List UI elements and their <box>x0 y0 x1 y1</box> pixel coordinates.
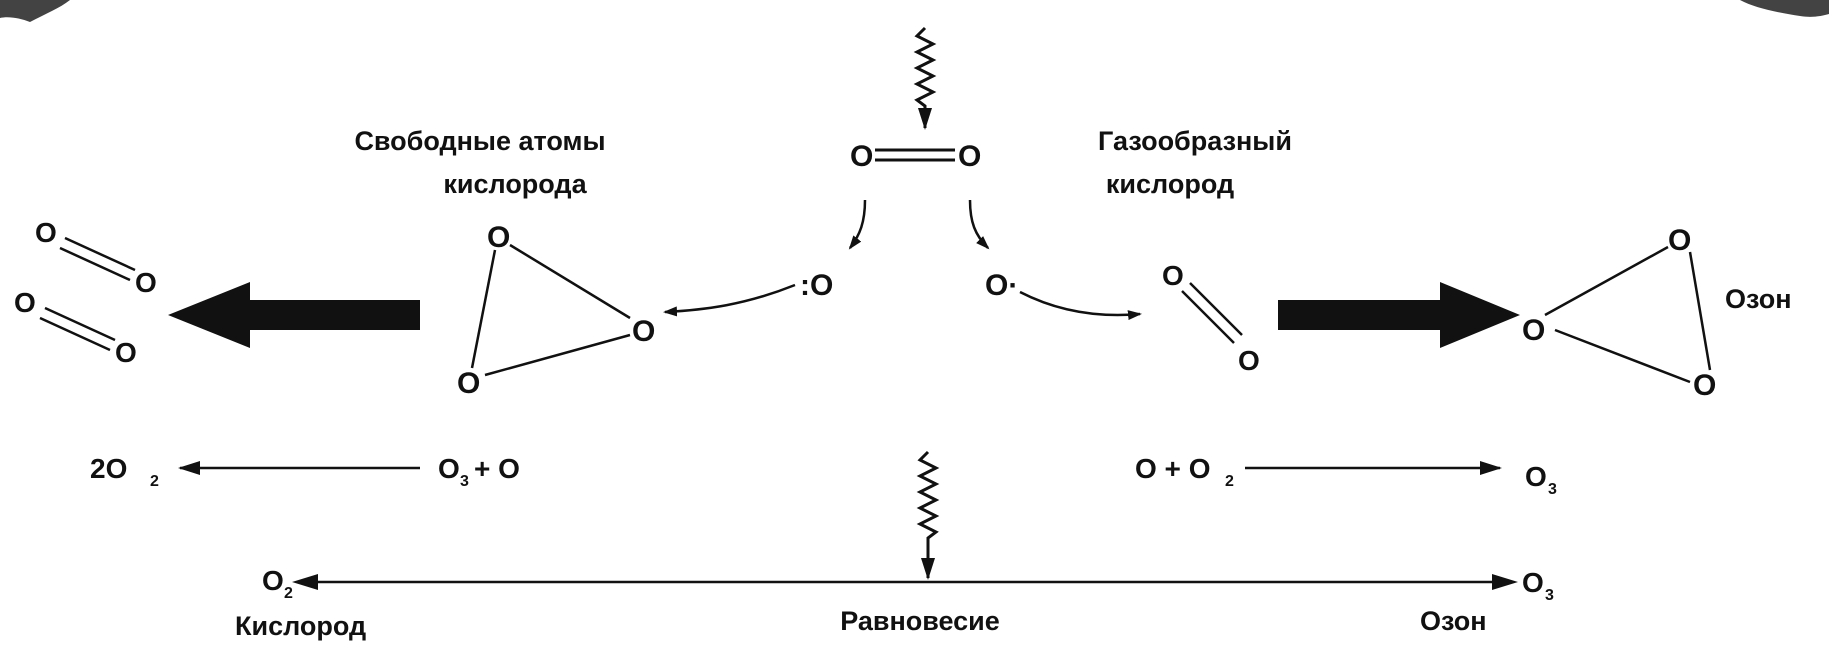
scan-smudge-left <box>0 0 70 22</box>
split-arrow-right <box>968 199 990 250</box>
svg-text:O: O <box>35 217 57 248</box>
free-atom-dot-o: O· <box>985 269 1018 302</box>
right-ozone-bond-right <box>1688 251 1712 371</box>
big-arrow-left <box>168 282 420 348</box>
svg-text:O: O <box>14 287 36 318</box>
svg-text:O: O <box>438 453 460 484</box>
right-ozone-bond-bottom <box>1554 328 1691 384</box>
ozone-bottom-label: Озон <box>1420 606 1487 636</box>
oxygen-bottom-label: Кислород <box>235 611 366 641</box>
o2-atom-right: O <box>958 140 981 173</box>
svg-text:3: 3 <box>1548 481 1557 498</box>
equation-right: O + O 2 O 3 <box>1135 453 1557 498</box>
equilibrium-label: Равновесие <box>840 606 1000 636</box>
o2-atom-left: O <box>850 140 873 173</box>
right-ozone-bond-top-left <box>1544 245 1669 317</box>
top-wavy-arrow <box>913 26 937 130</box>
middle-wavy-arrow <box>916 450 940 580</box>
svg-text:+ O: + O <box>474 453 520 484</box>
free-atom-colon-o: :O <box>800 269 833 302</box>
big-arrow-right <box>1278 282 1520 348</box>
svg-text:2: 2 <box>1225 473 1234 490</box>
gaseous-oxygen-label-line2: кислород <box>1106 169 1234 199</box>
svg-text:O: O <box>1238 345 1260 376</box>
ozone-side-label: Озон <box>1725 284 1792 314</box>
svg-text:O: O <box>1522 567 1544 598</box>
left-ozone-atom-bottom: O <box>457 367 480 400</box>
svg-text:O: O <box>135 267 157 298</box>
svg-text:3: 3 <box>1545 587 1554 604</box>
right-o2-molecule: O O <box>1162 260 1260 376</box>
left-ozone-bond-left <box>470 249 497 369</box>
free-atoms-label-line2: кислорода <box>443 169 587 199</box>
gaseous-oxygen-label-line1: Газообразный <box>1098 126 1292 156</box>
curved-arrow-to-left-ozone <box>663 283 796 317</box>
right-ozone-atom-left: O <box>1522 314 1545 347</box>
svg-text:O: O <box>262 565 284 596</box>
svg-text:3: 3 <box>460 473 469 490</box>
right-ozone-atom-bottom: O <box>1693 369 1716 402</box>
curved-arrow-to-right-o2 <box>1019 290 1142 321</box>
left-ozone-atom-right: O <box>632 315 655 348</box>
svg-text:O: O <box>1162 260 1184 291</box>
svg-text:O + O: O + O <box>1135 453 1210 484</box>
equation-left: 2O 2 O 3 + O <box>90 453 520 490</box>
free-atoms-label-line1: Свободные атомы <box>354 126 605 156</box>
left-o2-molecule-bottom: O O <box>14 287 137 368</box>
split-arrow-left <box>848 199 867 250</box>
equilibrium-row: O 2 O 3 <box>262 565 1554 604</box>
right-ozone-atom-top: O <box>1668 224 1691 257</box>
svg-text:O: O <box>1525 461 1547 492</box>
svg-text:2: 2 <box>150 473 159 490</box>
svg-text:2O: 2O <box>90 453 127 484</box>
left-ozone-atom-top: O <box>487 221 510 254</box>
left-ozone-bond-bottom <box>484 333 631 377</box>
svg-text:2: 2 <box>284 585 293 602</box>
left-ozone-bond-top-right <box>509 243 631 320</box>
left-o2-molecule-top: O O <box>35 217 157 298</box>
svg-text:O: O <box>115 337 137 368</box>
scan-smudge-right <box>1740 0 1829 17</box>
